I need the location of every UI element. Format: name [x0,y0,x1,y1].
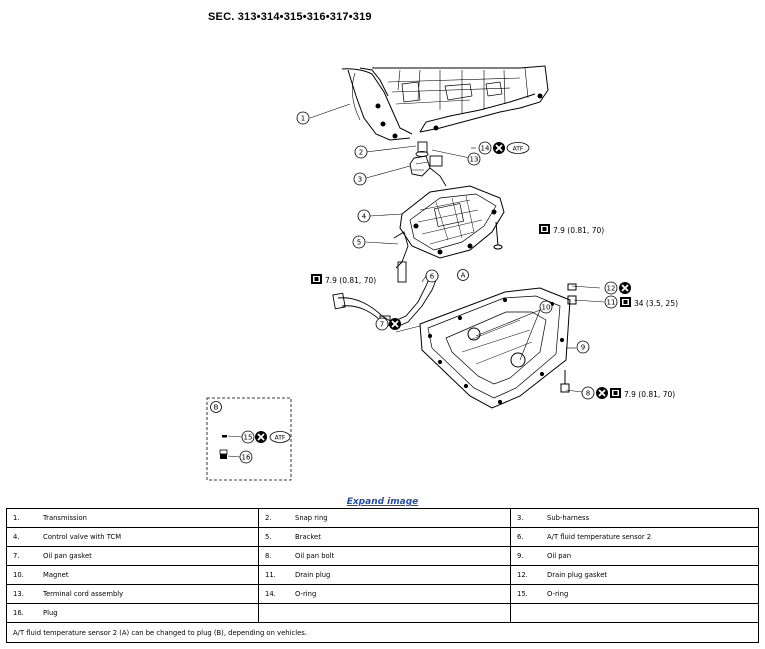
svg-text:5: 5 [357,239,361,247]
table-cell: 14.O-ring [258,584,511,604]
svg-text:9: 9 [581,344,585,352]
table-cell: 4.Control valve with TCM [6,527,259,547]
torque-wrench-icon [610,388,621,398]
svg-text:10: 10 [542,304,551,312]
table-row-note: A/T fluid temperature sensor 2 (A) can b… [6,622,759,643]
control-valve-drawing [399,185,505,259]
parts-table: 1.Transmission 2.Snap ring 3.Sub-harness… [6,508,759,643]
table-cell: 5.Bracket [258,527,511,547]
table-cell: 10.Magnet [6,565,259,585]
table-cell: 7.Oil pan gasket [6,546,259,566]
table-cell: 13.Terminal cord assembly [6,584,259,604]
table-row: 7.Oil pan gasket 8.Oil pan bolt 9.Oil pa… [6,546,759,566]
oil-pan-drawing [419,283,577,409]
table-cell: 2.Snap ring [258,508,511,528]
section-title: SEC. 313•314•315•316•317•319 [208,11,372,23]
svg-text:1: 1 [301,115,305,123]
inset-b: B 15 ATF 16 [206,397,292,481]
callout-8: 8 [581,386,595,400]
atf-label: ATF [269,431,291,443]
replace-x-icon [388,317,402,331]
svg-text:2: 2 [359,149,363,157]
replace-x-icon [595,386,609,400]
replace-x-icon [618,281,632,295]
svg-text:6: 6 [430,273,435,281]
svg-text:ATF: ATF [275,434,286,441]
torque-value: 7.9 (0.81, 70) [325,276,376,285]
svg-text:11: 11 [607,299,616,307]
callout-12: 12 [604,281,618,295]
callout-7: 7 [375,317,389,331]
torque-wrench-icon [620,297,631,307]
torque-value: 7.9 (0.81, 70) [553,226,604,235]
torque-wrench-icon [539,224,550,234]
table-row: 10.Magnet 11.Drain plug 12.Drain plug ga… [6,565,759,585]
table-cell: 9.Oil pan [510,546,759,566]
table-cell: 11.Drain plug [258,565,511,585]
table-cell: 16.Plug [6,603,259,623]
torque-wrench-icon [311,274,322,284]
label-b: B [210,401,222,413]
svg-text:12: 12 [607,285,616,293]
table-cell: 12.Drain plug gasket [510,565,759,585]
replace-x-icon [492,141,506,155]
torque-value: 7.9 (0.81, 70) [624,390,675,399]
table-row: 4.Control valve with TCM 5.Bracket 6.A/T… [6,527,759,547]
leader-lines [309,103,605,393]
snap-ring-and-subharness-drawing [409,141,447,187]
callout-6: 6 [425,269,439,283]
svg-text:16: 16 [242,454,251,462]
callout-3: 3 [353,172,367,186]
svg-text:14: 14 [481,145,490,153]
callout-2: 2 [354,145,368,159]
callout-5: 5 [352,235,366,249]
table-cell: 1.Transmission [6,508,259,528]
callout-13: 13 [467,152,481,166]
transmission-drawing [341,65,549,141]
callout-1: 1 [296,111,310,125]
callout-10: 10 [539,300,553,314]
callout-9: 9 [576,340,590,354]
svg-text:13: 13 [470,156,479,164]
callout-11: 11 [604,295,618,309]
table-cell [258,603,511,623]
svg-text:3: 3 [358,176,362,184]
svg-text:B: B [214,404,219,412]
svg-text:8: 8 [586,390,590,398]
exploded-diagram: 1 2 3 4 5 6 7 8 9 10 11 12 13 14 ATF A 7… [206,65,678,481]
table-row: 16.Plug [6,603,759,623]
svg-text:ATF: ATF [513,145,524,152]
table-cell: 8.Oil pan bolt [258,546,511,566]
svg-text:4: 4 [362,213,367,221]
label-a: A [457,269,469,281]
table-cell: 3.Sub-harness [510,508,759,528]
expand-image-link-wrap: Expand image [0,489,765,508]
atf-label: ATF [506,142,530,154]
svg-text:A: A [461,272,466,280]
callout-4: 4 [357,209,371,223]
table-cell: 6.A/T fluid temperature sensor 2 [510,527,759,547]
svg-text:15: 15 [244,434,253,442]
callout-14: 14 [478,141,492,155]
table-row: 1.Transmission 2.Snap ring 3.Sub-harness [6,508,759,528]
table-cell: 15.O-ring [510,584,759,604]
expand-image-link[interactable]: Expand image [346,497,419,507]
bolt-drawing [493,244,503,250]
table-cell [510,603,759,623]
table-note: A/T fluid temperature sensor 2 (A) can b… [6,622,759,643]
torque-value: 34 (3.5, 25) [634,299,678,308]
replace-x-icon [254,430,268,444]
table-row: 13.Terminal cord assembly 14.O-ring 15.O… [6,584,759,604]
svg-text:7: 7 [380,321,384,329]
